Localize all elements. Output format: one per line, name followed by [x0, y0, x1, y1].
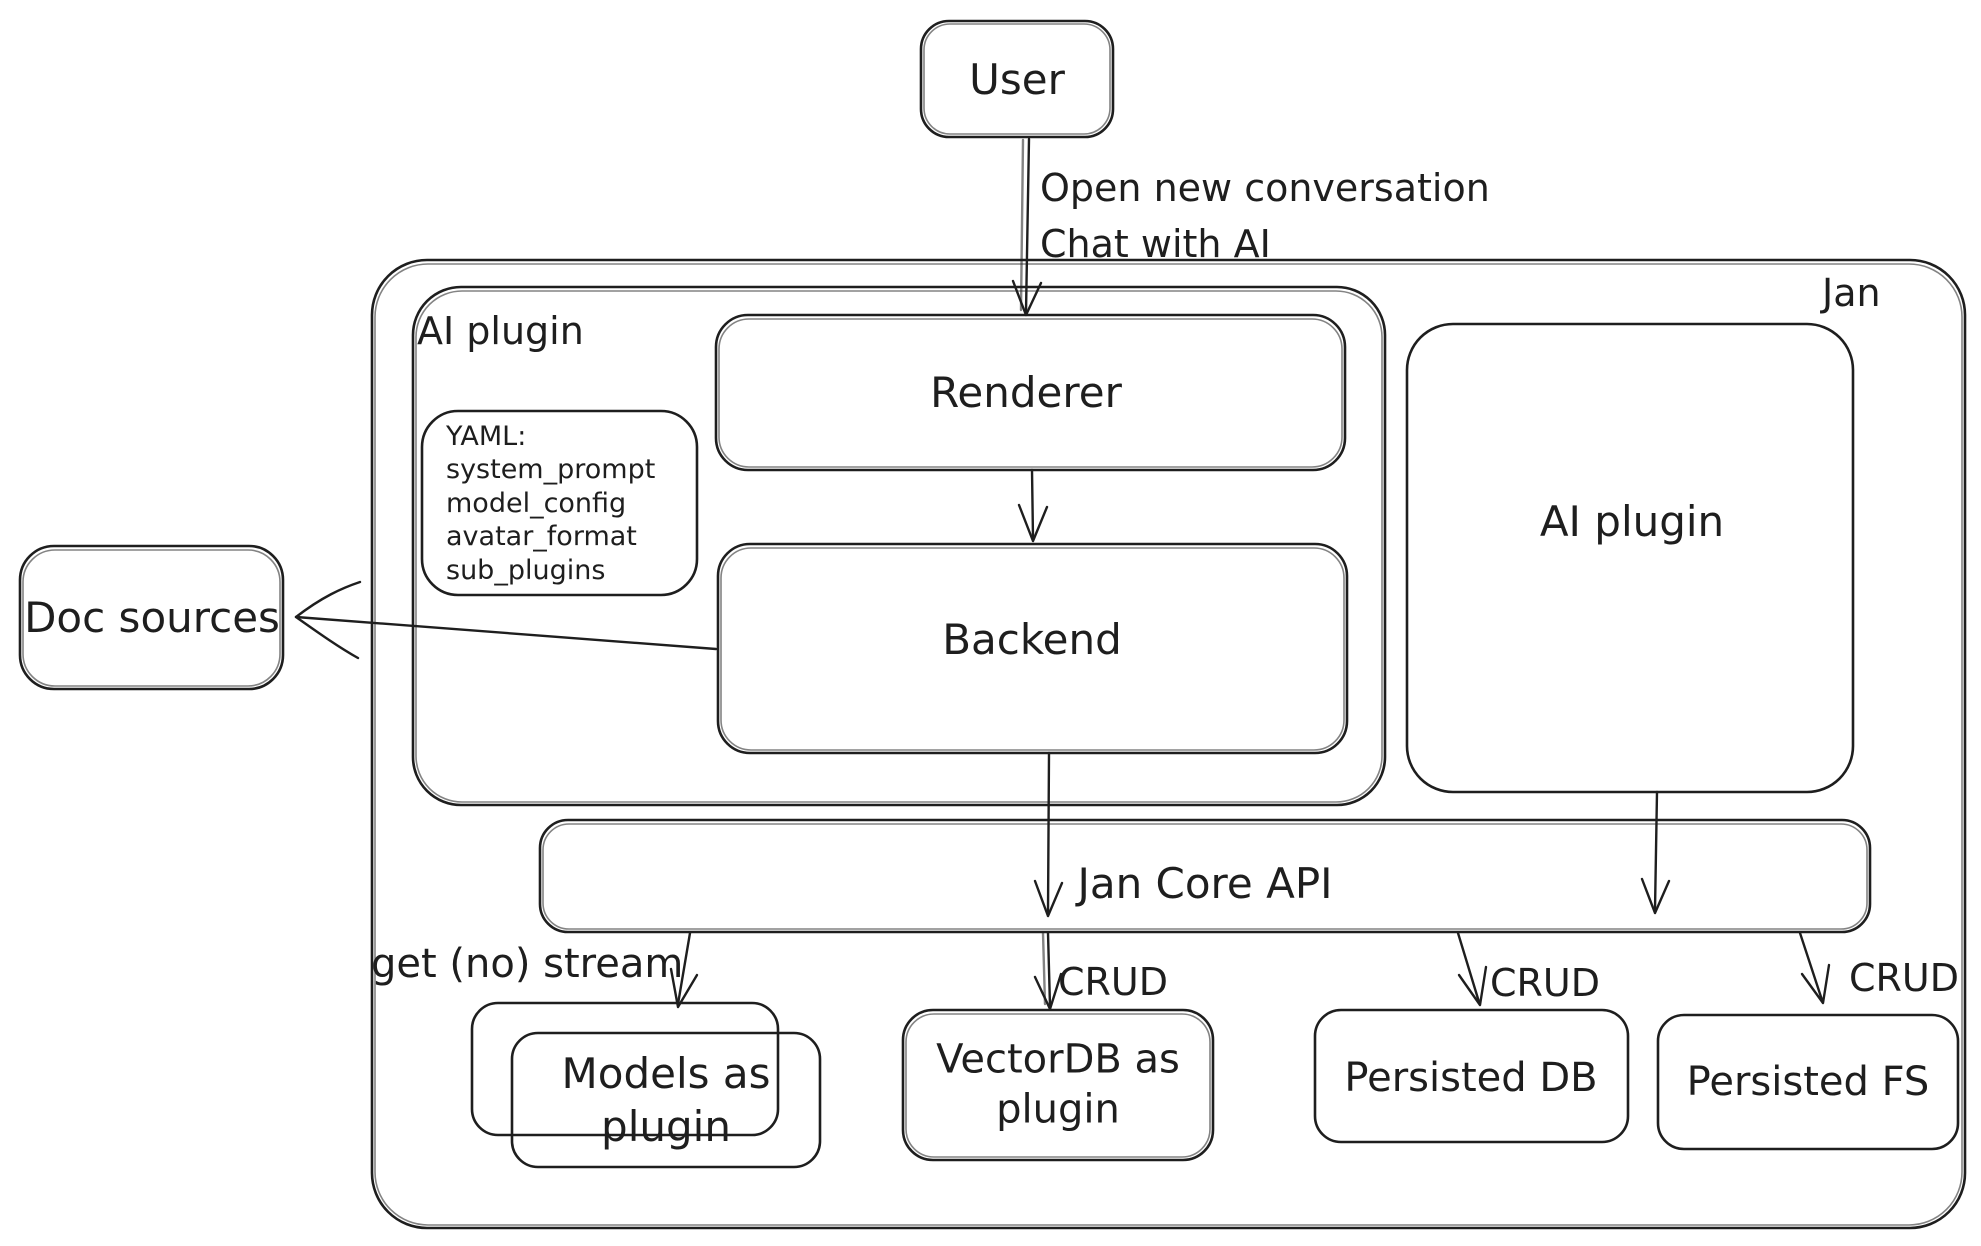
arrow-core-to-vectordb-head	[1033, 972, 1063, 1011]
models-as-plugin-back-box	[470, 1001, 780, 1137]
models-as-plugin-front-box	[510, 1031, 822, 1169]
vectordb-as-plugin-node-box-sketch	[905, 1013, 1211, 1158]
edge-label-line-1: Open new conversation	[1040, 166, 1490, 210]
edge-label-get-no-stream: get (no) stream	[371, 941, 684, 987]
persisted-db-node-label: Persisted DB	[1344, 1055, 1598, 1101]
user-node-label: User	[969, 55, 1065, 104]
edge-label-line-2: Chat with AI	[1040, 222, 1271, 267]
arrow-core-to-models-head	[669, 967, 699, 1009]
arrow-user-to-renderer-sketch	[1019, 138, 1025, 312]
vectordb-as-plugin-node-box	[901, 1008, 1215, 1162]
arrow-core-to-models	[676, 931, 692, 1006]
vectordb-as-plugin-node-label: VectorDB as plugin	[936, 1035, 1180, 1136]
arrow-ai-plugin-right-to-core-head	[1640, 877, 1671, 915]
arrow-core-to-vectordb	[1046, 931, 1052, 1008]
arrow-user-to-renderer-head	[1011, 279, 1043, 317]
user-node-box-sketch	[923, 23, 1111, 135]
yaml-note-line-5: sub_plugins	[446, 554, 606, 586]
ai-plugin-right-node-label: AI plugin	[1539, 497, 1725, 546]
ai-plugin-left-container-box	[411, 285, 1387, 807]
arrow-core-to-vectordb-sketch	[1041, 931, 1047, 1006]
backend-node-box-sketch	[720, 547, 1345, 751]
edge-label-crud-persisted-fs: CRUD	[1849, 956, 1960, 1000]
jan-core-api-node-box	[538, 818, 1872, 934]
ai-plugin-right-node-box	[1405, 322, 1855, 794]
yaml-note-line-1: YAML:	[446, 421, 527, 452]
arrow-renderer-to-backend-head	[1017, 503, 1049, 543]
models-as-plugin-node-label: Models as plugin	[562, 1048, 771, 1154]
arrow-backend-to-core	[1046, 751, 1051, 915]
jan-container-box	[370, 258, 1967, 1230]
persisted-db-node-box	[1313, 1008, 1630, 1144]
doc-sources-node-label: Doc sources	[24, 593, 280, 642]
renderer-node-box	[714, 313, 1347, 472]
vectordb-as-plugin-line-2: plugin	[996, 1087, 1120, 1133]
renderer-node-label: Renderer	[930, 368, 1122, 417]
yaml-note-line-4: avatar_format	[446, 521, 637, 553]
jan-container-label: Jan	[1822, 271, 1881, 315]
arrow-ai-plugin-right-to-core	[1653, 790, 1659, 912]
user-node-box	[919, 19, 1115, 139]
doc-sources-node-box	[18, 544, 285, 691]
arrow-backend-to-core-head	[1033, 879, 1064, 918]
edge-label-crud-persisted-db: CRUD	[1490, 961, 1601, 1005]
yaml-note-box	[420, 409, 699, 597]
persisted-fs-node-box	[1656, 1013, 1960, 1151]
vectordb-as-plugin-line-1: VectorDB as	[936, 1036, 1180, 1083]
edge-label-user-to-renderer: Open new conversation Chat with AI	[1040, 160, 1490, 272]
ai-plugin-left-container-box-sketch	[415, 290, 1383, 803]
models-as-plugin-line-1: Models as	[561, 1049, 771, 1099]
arrow-backend-to-doc-sources-head	[294, 580, 362, 660]
arrow-core-to-persisted-db-head	[1457, 965, 1488, 1007]
arrow-user-to-renderer	[1024, 137, 1031, 314]
yaml-note-line-3: model_config	[446, 487, 627, 519]
doc-sources-node-box-sketch	[22, 549, 281, 687]
jan-core-api-node-box-sketch	[542, 823, 1868, 930]
ai-plugin-left-container-label: AI plugin	[417, 309, 584, 353]
arrow-core-to-persisted-db	[1456, 931, 1481, 1004]
models-as-plugin-line-2: plugin	[601, 1102, 731, 1151]
arrow-backend-to-doc-sources	[294, 615, 718, 651]
renderer-node-box-sketch	[718, 318, 1343, 468]
yaml-note-line-2: system_prompt	[446, 454, 656, 486]
persisted-fs-node-label: Persisted FS	[1686, 1059, 1930, 1105]
yaml-note-text: YAML: system_prompt model_config avatar_…	[446, 420, 655, 587]
backend-node-box	[716, 542, 1349, 755]
jan-core-api-node-label: Jan Core API	[1077, 859, 1333, 908]
backend-node-label: Backend	[942, 615, 1122, 664]
arrow-core-to-persisted-fs-head	[1800, 963, 1831, 1005]
arrow-core-to-persisted-fs	[1798, 931, 1824, 1002]
jan-container-box-sketch	[374, 263, 1963, 1226]
arrow-renderer-to-backend	[1030, 468, 1035, 540]
edge-label-crud-vectordb: CRUD	[1058, 960, 1169, 1004]
